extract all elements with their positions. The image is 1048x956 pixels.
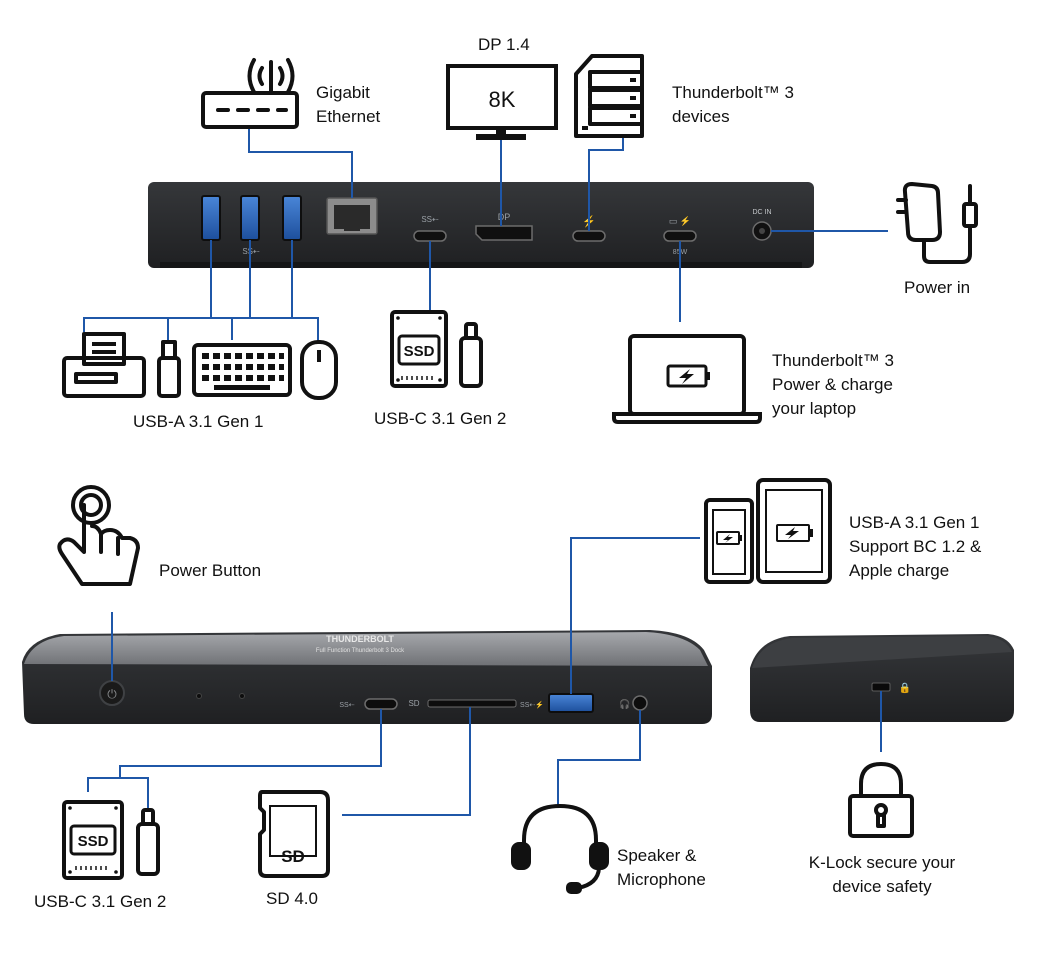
usb-stick-icon: [157, 340, 181, 398]
usb-c-stick-icon: [459, 322, 483, 388]
padlock-icon: [848, 762, 914, 838]
printer-icon: [62, 332, 146, 398]
rear-connector-lines: [83, 128, 888, 342]
sd-card-icon: SD: [258, 790, 330, 878]
side-dock: 🔒: [750, 634, 1014, 722]
phone-charging-icon: [704, 498, 754, 584]
svg-text:DP: DP: [498, 212, 511, 222]
ethernet-port: [326, 197, 378, 235]
klock-label-line1: K-Lock secure your: [808, 853, 956, 872]
power-button-label: Power Button: [159, 561, 262, 580]
svg-text:THUNDERBOLT: THUNDERBOLT: [326, 634, 394, 644]
keyboard-icon: [192, 343, 292, 397]
svg-text:SS⇠: SS⇠: [242, 247, 260, 256]
rear-usb-a-ports: SS⇠: [201, 195, 302, 256]
audio-jack: [632, 695, 648, 711]
power-in-label: Power in: [904, 278, 971, 297]
usb-c-stick-front-icon: [136, 808, 160, 876]
tb-laptop-label-line1: Thunderbolt™ 3: [772, 351, 894, 370]
tablet-charging-icon: [756, 478, 832, 584]
dp-label: DP 1.4: [478, 35, 530, 54]
host-thunderbolt-port: [663, 230, 697, 242]
displayport-port: DP: [475, 212, 533, 241]
klock-label-line2: device safety: [832, 877, 932, 896]
svg-text:⏻: ⏻: [107, 687, 117, 701]
tb-laptop-label-line2: Power & charge: [772, 375, 893, 394]
rear-usb-c-port: [413, 230, 447, 242]
svg-text:SS⇠⚡: SS⇠⚡: [520, 700, 544, 709]
monitor-icon: 8K: [446, 64, 558, 140]
front-dock: THUNDERBOLT Full Function Thunderbolt 3 …: [22, 630, 712, 724]
svg-text:🎧: 🎧: [619, 698, 630, 709]
headset-icon: [511, 804, 609, 894]
usb-a-front-label-line1: USB-A 3.1 Gen 1: [849, 513, 980, 532]
svg-text:▭ ⚡: ▭ ⚡: [669, 215, 691, 227]
rear-dock: SS⇠ SS⇠ DP ⚡ ▭ ⚡ 85W DC IN: [148, 182, 814, 268]
speaker-label-line1: Speaker &: [617, 846, 697, 865]
svg-text:SD: SD: [281, 847, 305, 866]
ssd-front-icon: SSD: [62, 800, 124, 880]
front-usb-c-port: [364, 698, 398, 710]
front-usb-a-port: [548, 693, 594, 713]
tb-laptop-label-line3: your laptop: [772, 399, 857, 418]
usb-a-front-label-line2: Support BC 1.2 &: [849, 537, 982, 556]
svg-text:Full Function Thunderbolt 3 Do: Full Function Thunderbolt 3 Dock: [316, 648, 405, 654]
svg-text:SS⇠: SS⇠: [421, 215, 439, 224]
sd-label: SD 4.0: [266, 889, 318, 908]
mouse-icon: [300, 340, 338, 400]
front-connector-lines: [87, 537, 882, 816]
usb-a-front-label-line3: Apple charge: [849, 561, 950, 580]
usb-c-front-label: USB-C 3.1 Gen 2: [34, 892, 167, 911]
ssd-icon: SSD: [390, 310, 448, 388]
rear-thunderbolt-port: [572, 230, 606, 242]
svg-text:DC IN: DC IN: [752, 209, 771, 216]
tb-devices-label-line1: Thunderbolt™ 3: [672, 83, 794, 102]
gigabit-label-line2: Ethernet: [316, 107, 381, 126]
svg-text:8K: 8K: [489, 87, 516, 112]
svg-text:SSD: SSD: [404, 343, 435, 360]
usb-c-rear-label: USB-C 3.1 Gen 2: [374, 409, 507, 428]
sd-card-slot: [427, 699, 517, 708]
usb-a-rear-label: USB-A 3.1 Gen 1: [133, 412, 264, 431]
k-lock-slot: [871, 682, 891, 692]
svg-text:SSD: SSD: [78, 833, 109, 850]
gigabit-label-line1: Gigabit: [316, 83, 370, 102]
laptop-icon: [612, 334, 762, 424]
svg-text:SD: SD: [408, 699, 419, 708]
speaker-label-line2: Microphone: [617, 870, 706, 889]
svg-text:🔒: 🔒: [899, 682, 911, 694]
storage-device-icon: [574, 54, 644, 138]
svg-text:SS⇠: SS⇠: [339, 702, 354, 709]
finger-press-icon: [57, 485, 140, 586]
tb-devices-label-line2: devices: [672, 107, 730, 126]
router-icon: [201, 58, 299, 129]
battery-charging-icon: [666, 364, 710, 388]
power-adapter-icon: [896, 182, 978, 264]
